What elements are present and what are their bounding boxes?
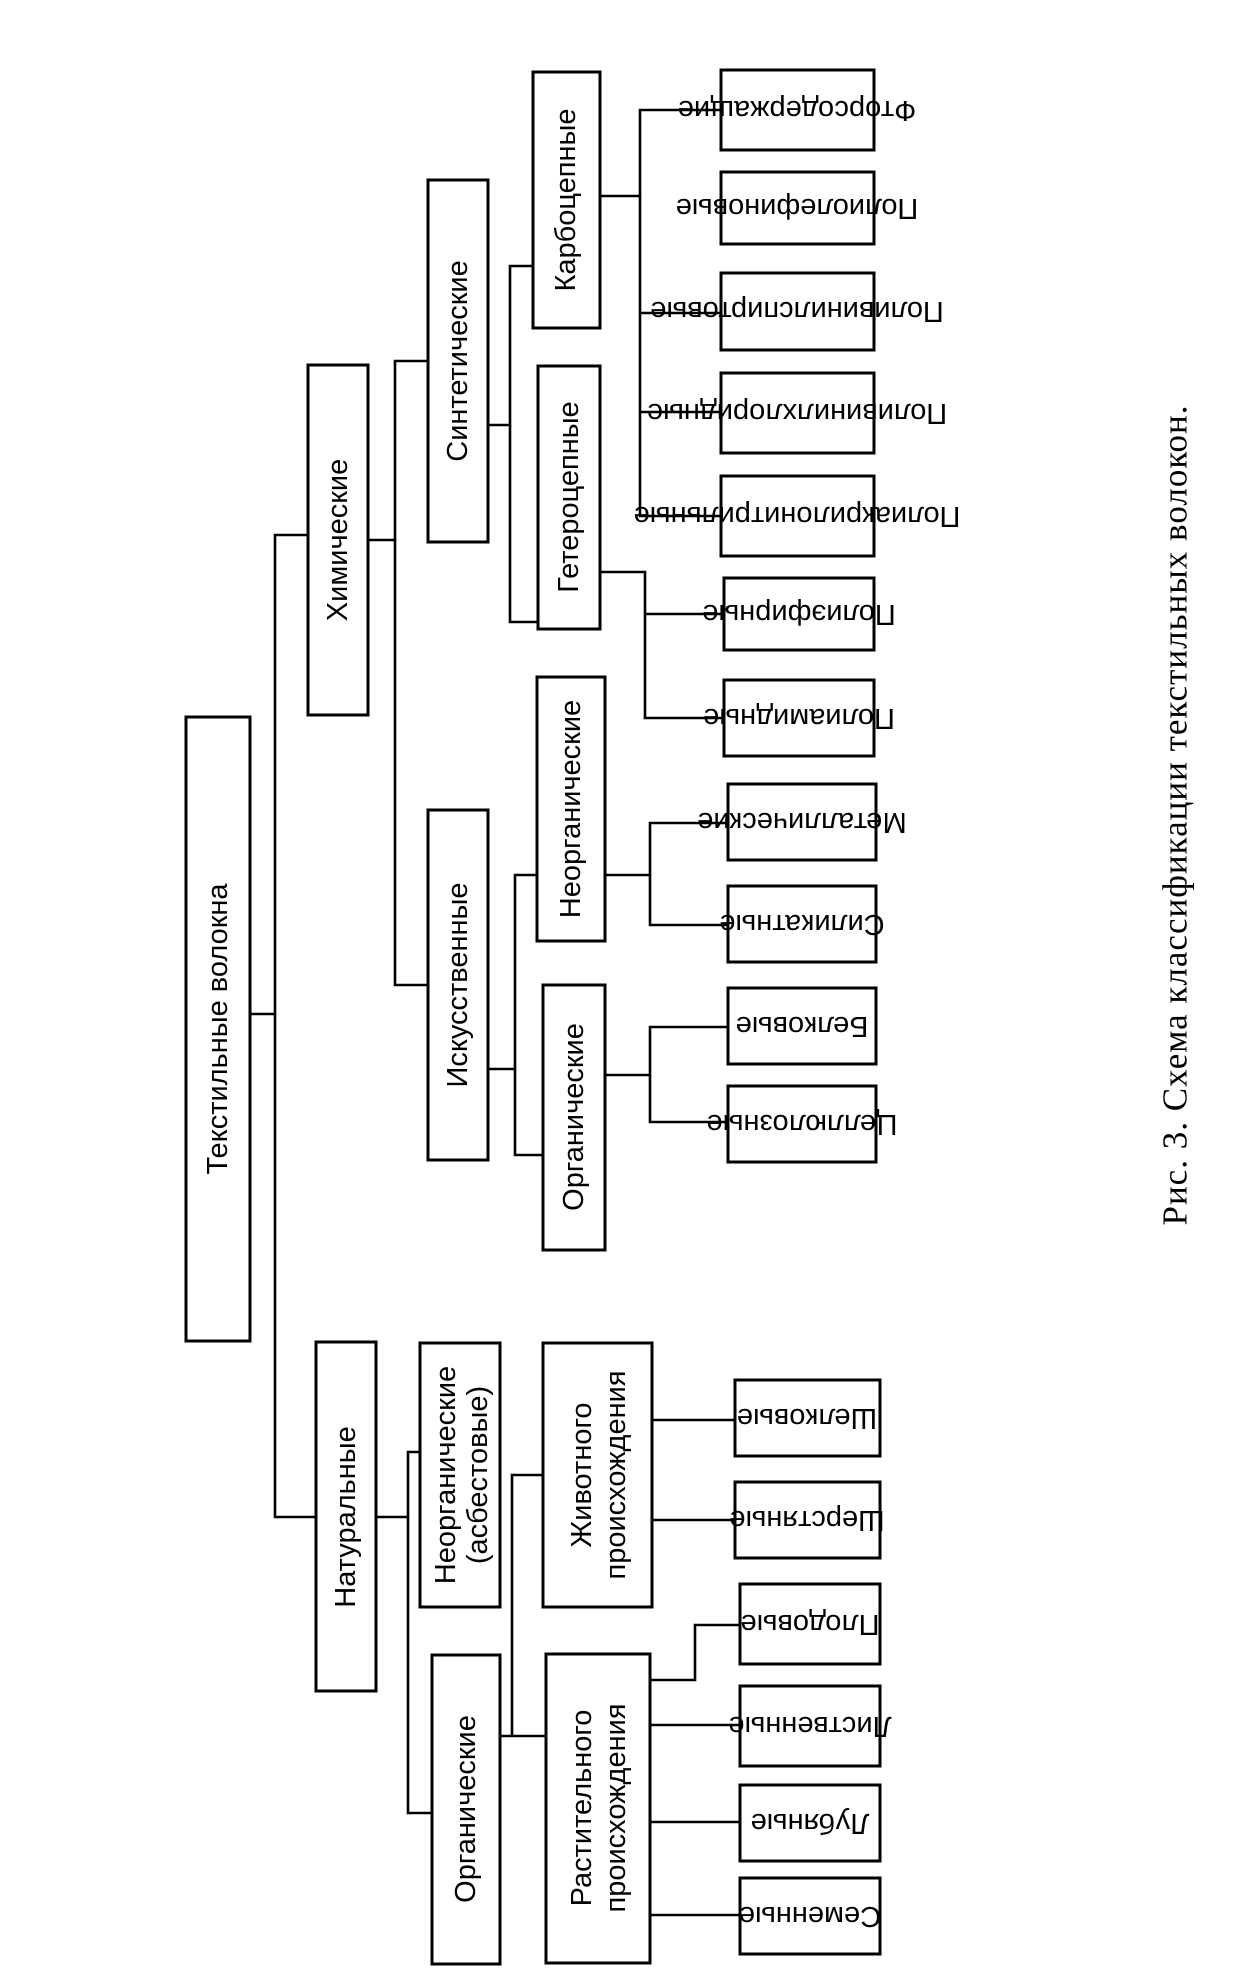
leaf-label: Полиолефиновые bbox=[676, 192, 919, 224]
artificial-label: Искусственные bbox=[442, 882, 474, 1087]
leaf-label: Семенные bbox=[739, 1900, 881, 1932]
leaf-label: Поливинилспиртовые bbox=[650, 295, 944, 327]
art-organic-box bbox=[541, 983, 607, 1252]
natural-organic-box bbox=[430, 1653, 502, 1966]
leaf-box-bast bbox=[738, 1783, 882, 1863]
leaf-box-pan bbox=[719, 474, 876, 558]
leaf-label: Плодовые bbox=[740, 1608, 879, 1640]
connector-lines bbox=[250, 108, 740, 1917]
leaf-label: Полиамидные bbox=[703, 702, 895, 734]
art-organic-label: Органические bbox=[558, 1023, 590, 1211]
leaf-box-fluorine bbox=[719, 68, 876, 152]
leaf-label: Целлюлозные bbox=[707, 1108, 898, 1140]
leaf-box-silk bbox=[733, 1378, 882, 1458]
leaf-box-pvc bbox=[719, 371, 876, 455]
leaf-label: Поливинилхлоридные bbox=[647, 397, 947, 429]
leaf-label: Фторсодержащие bbox=[678, 94, 916, 126]
leaf-box-seed bbox=[738, 1876, 882, 1956]
animal-origin-box bbox=[541, 1341, 654, 1609]
leaf-box-fruit bbox=[738, 1582, 882, 1666]
leaf-box-protein bbox=[726, 986, 878, 1066]
leaf-box-polyamide bbox=[722, 678, 876, 758]
leaf-label: Полиэфирные bbox=[702, 598, 895, 630]
leaf-label: Металлические bbox=[697, 806, 907, 838]
carbochain-box bbox=[531, 70, 602, 330]
root-box bbox=[184, 715, 252, 1343]
heterochain-box bbox=[536, 364, 602, 631]
leaf-label: Полиакрилонитрильные bbox=[634, 500, 961, 532]
animal-origin-label-2: происхождения bbox=[600, 1370, 632, 1579]
leaf-box-silicate bbox=[726, 884, 878, 964]
heterochain-label: Гетероцепные bbox=[553, 401, 585, 592]
art-inorganic-label: Неорганические bbox=[555, 700, 587, 918]
figure-caption: Рис. 3. Схема классификации текстильных … bbox=[1156, 404, 1195, 1225]
leaf-box-leaf bbox=[738, 1684, 882, 1768]
plant-origin-label-2: происхождения bbox=[600, 1703, 632, 1912]
leaf-label: Белковые bbox=[736, 1010, 869, 1042]
natural-organic-label: Органические bbox=[450, 1715, 482, 1903]
plant-origin-box bbox=[544, 1652, 652, 1965]
leaf-box-polyolefin bbox=[719, 170, 876, 246]
leaf-label: Лубяные bbox=[751, 1807, 870, 1839]
chemical-box bbox=[306, 363, 370, 717]
leaf-box-polyester bbox=[722, 576, 876, 652]
art-inorganic-box bbox=[535, 675, 607, 943]
leaf-label: Шерстяные bbox=[729, 1504, 884, 1536]
artificial-box bbox=[426, 808, 490, 1162]
leaf-box-metallic bbox=[726, 782, 878, 862]
natural-inorganic-label-1: Неорганические bbox=[430, 1366, 462, 1584]
leaf-label: Шелковые bbox=[737, 1402, 877, 1434]
natural-label: Натуральные bbox=[330, 1426, 362, 1608]
natural-inorganic-label-2: (асбестовые) bbox=[462, 1386, 494, 1564]
leaf-box-cellulose bbox=[726, 1084, 878, 1164]
natural-inorganic-box bbox=[418, 1341, 502, 1609]
natural-box bbox=[314, 1340, 378, 1693]
plant-origin-label-1: Растительного bbox=[566, 1710, 598, 1907]
synthetic-label: Синтетические bbox=[442, 260, 474, 462]
root-label: Текстильные волокна bbox=[202, 883, 234, 1175]
leaf-box-wool bbox=[733, 1480, 882, 1560]
leaf-box-polyvinyl-alcohol bbox=[719, 271, 876, 352]
animal-origin-label-1: Животного bbox=[566, 1402, 598, 1547]
synthetic-box bbox=[426, 178, 490, 544]
chemical-label: Химические bbox=[322, 459, 354, 621]
carbochain-label: Карбоцепные bbox=[550, 109, 582, 292]
leaf-label: Силикатные bbox=[719, 908, 884, 940]
leaf-label: Лиственные bbox=[728, 1710, 891, 1742]
